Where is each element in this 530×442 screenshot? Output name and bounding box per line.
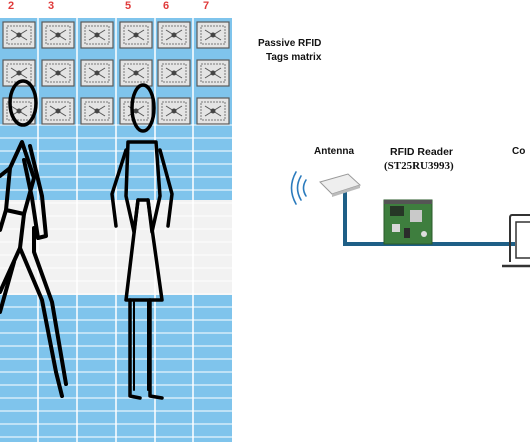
cable <box>343 190 515 246</box>
rfid-tag-icon <box>119 21 153 49</box>
tags-matrix <box>0 18 232 442</box>
person-walking-icon <box>0 79 68 398</box>
reader-label-line1: RFID Reader <box>390 146 454 158</box>
rfid-tag-icon <box>196 97 230 125</box>
rfid-tag-icon <box>80 97 114 125</box>
rfid-tag-icon <box>80 21 114 49</box>
rfid-tag-icon <box>41 97 75 125</box>
rfid-reader-board-icon <box>383 199 433 245</box>
rfid-tag-icon <box>119 97 153 125</box>
column-label-6: 6 <box>162 0 170 12</box>
reader-label-line2: (ST25RU3993) <box>384 160 454 172</box>
rfid-tag-icon <box>157 97 191 125</box>
rfid-tag-icon <box>196 21 230 49</box>
column-label-2: 2 <box>7 0 15 12</box>
rfid-tag-icon <box>41 59 75 87</box>
rfid-tag-icon <box>119 59 153 87</box>
rfid-tag-icon <box>2 21 36 49</box>
rfid-tag-icon <box>196 59 230 87</box>
antenna-icon <box>319 173 361 197</box>
column-label-5: 5 <box>124 0 132 12</box>
laptop-icon <box>502 214 530 268</box>
rfid-tag-icon <box>157 21 191 49</box>
matrix-title-line1: Passive RFID <box>258 38 322 49</box>
rfid-tag-icon <box>80 59 114 87</box>
antenna-label: Antenna <box>314 146 354 157</box>
column-label-3: 3 <box>47 0 55 12</box>
person-standing-icon <box>110 83 174 400</box>
column-label-7: 7 <box>202 0 210 12</box>
matrix-title-line2: Tags matrix <box>266 52 322 63</box>
rfid-tag-icon <box>41 21 75 49</box>
rfid-tag-icon <box>157 59 191 87</box>
tag-array <box>2 21 230 125</box>
computer-label: Co <box>512 146 526 157</box>
wifi-signal-icon <box>290 171 307 205</box>
